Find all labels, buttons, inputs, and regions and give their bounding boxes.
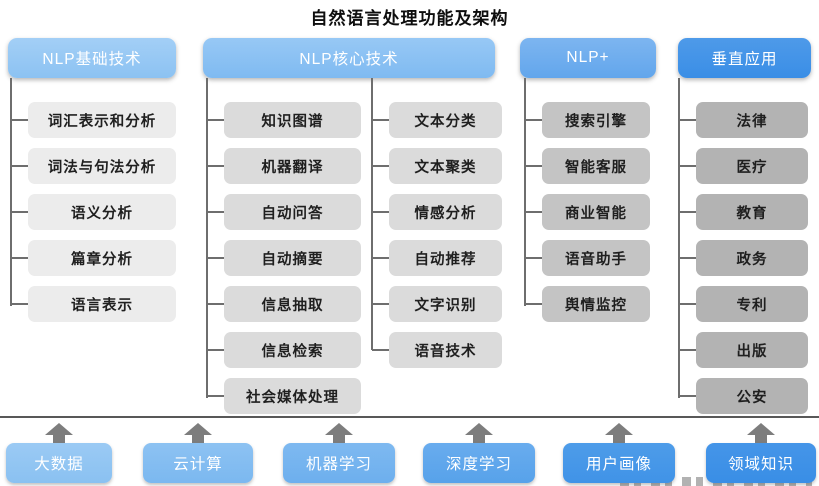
separator-line [0,416,819,418]
tree-node: 自动问答 [207,194,361,230]
tree-node: 篇章分析 [11,240,176,276]
column-header-vertical-apps: 垂直应用 [678,38,811,78]
column-header-nlp-basic: NLP基础技术 [8,38,176,78]
tree-node: 法律 [679,102,808,138]
foundation-box: 深度学习 [423,443,535,483]
tree-node: 公安 [679,378,808,414]
tree-node: 专利 [679,286,808,322]
tree-node: 出版 [679,332,808,368]
foundation-box: 用户画像 [563,443,675,483]
tree-node: 商业智能 [525,194,650,230]
tree-node: 文本聚类 [372,148,502,184]
up-arrow-icon [45,423,73,444]
foundation-box: 机器学习 [283,443,395,483]
tree-node: 文本分类 [372,102,502,138]
foundation-box: 领域知识 [706,443,816,483]
tree-node: 医疗 [679,148,808,184]
tree-node: 情感分析 [372,194,502,230]
up-arrow-icon [184,423,212,444]
tree-node: 语音助手 [525,240,650,276]
tree-node: 语言表示 [11,286,176,322]
tree-node: 语音技术 [372,332,502,368]
foundation-box: 大数据 [6,443,112,483]
diagram-title: 自然语言处理功能及架构 [310,9,509,28]
tree-node: 舆情监控 [525,286,650,322]
tree-node: 自动摘要 [207,240,361,276]
tree-node: 智能客服 [525,148,650,184]
tree-node: 搜索引擎 [525,102,650,138]
tree-node: 信息检索 [207,332,361,368]
up-arrow-icon [747,423,775,444]
connector-line [10,78,12,306]
tree-node: 知识图谱 [207,102,361,138]
tree-node: 文字识别 [372,286,502,322]
tree-node: 政务 [679,240,808,276]
connector-line [524,78,526,306]
column-header-nlp-core: NLP核心技术 [203,38,495,78]
tree-node: 词汇表示和分析 [11,102,176,138]
tree-node: 词法与句法分析 [11,148,176,184]
connector-line [206,78,208,398]
connector-line [371,78,373,350]
column-header-nlp-plus: NLP+ [520,38,656,78]
tree-node: 机器翻译 [207,148,361,184]
connector-line [678,78,680,398]
tree-node: 社会媒体处理 [207,378,361,414]
up-arrow-icon [465,423,493,444]
tree-node: 语义分析 [11,194,176,230]
tree-node: 信息抽取 [207,286,361,322]
up-arrow-icon [325,423,353,444]
up-arrow-icon [605,423,633,444]
tree-node: 教育 [679,194,808,230]
tree-node: 自动推荐 [372,240,502,276]
foundation-box: 云计算 [143,443,253,483]
